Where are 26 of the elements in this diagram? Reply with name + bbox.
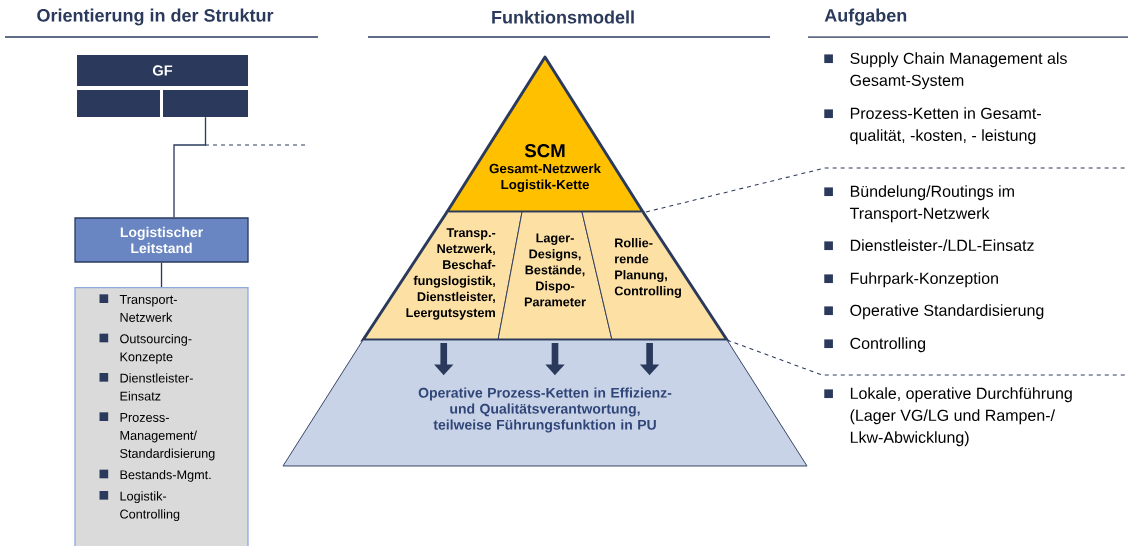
list-item: Transport- Netzwerk	[99, 294, 177, 322]
connector-line	[173, 116, 207, 218]
list-item: Logistik- Controlling	[99, 491, 180, 522]
section-heading: Orientierung in der Struktur	[37, 8, 274, 26]
list-item: Dienstleister- Einsatz	[99, 373, 193, 401]
list-item: Bestands-Mgmt.	[99, 469, 211, 482]
list-item: Operative Standardisierung	[824, 304, 1044, 320]
org-box	[77, 90, 160, 117]
org-box	[163, 90, 248, 117]
list-item: Controlling	[824, 337, 926, 353]
org-box: GF	[77, 55, 248, 86]
list-item: Prozess- Management/ Standardisierung	[99, 412, 215, 461]
task-list-box	[74, 287, 249, 546]
list-item: Supply Chain Management als Gesamt-System	[824, 52, 1067, 90]
org-box: Logistischer Leitstand	[74, 217, 249, 263]
section-heading: Aufgaben	[824, 8, 907, 26]
pyramid-top: SCM Gesamt-Netzwerk Logistik-Kette	[445, 55, 645, 214]
list-item: Lokale, operative Durchführung (Lager VG/LG und Rampen-/ Lkw-Abwicklung)	[824, 387, 1072, 447]
connector-line	[160, 262, 163, 288]
list-item: Outsourcing- Konzepte	[99, 333, 192, 364]
list-item: Bündelung/Routings im Transport-Netzwerk	[824, 185, 1014, 223]
list-item: Fuhrpark-Konzeption	[824, 272, 998, 288]
section-heading: Funktionsmodell	[492, 10, 634, 24]
list-item: Prozess-Ketten in Gesamt- qualität, -kosten, - leistung	[824, 107, 1041, 145]
list-item: Dienstleister-/LDL-Einsatz	[824, 239, 1034, 251]
pyramid-base: Operative Prozess-Ketten in Effizienz- und Qualitätsverantwortung, teilweise Führungsfunktion in PU	[282, 339, 808, 467]
